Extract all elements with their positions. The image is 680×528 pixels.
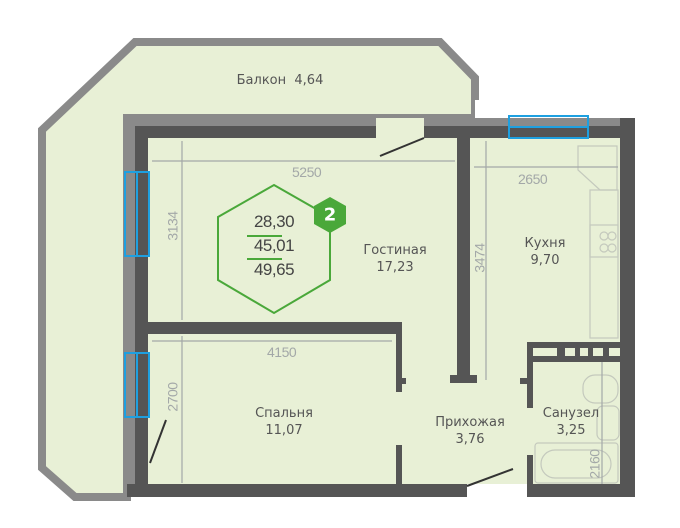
living-area: 28,30 — [253, 212, 295, 231]
balcony-label: Балкон 4,64 — [236, 73, 324, 88]
rooms-count: 2 — [323, 204, 337, 226]
dim-kitchen-width: 2650 — [518, 171, 548, 187]
washbasin-icon — [596, 405, 620, 441]
dim-bedroom-width: 4150 — [267, 344, 297, 360]
dim-kitchen-depth: 3474 — [471, 243, 488, 273]
outer-wall-layer — [127, 118, 635, 497]
toilet-icon — [582, 374, 619, 404]
dim-living-depth: 3134 — [164, 211, 181, 241]
rooms-badge — [314, 197, 346, 233]
walls — [127, 118, 635, 497]
bathtub-icon — [534, 442, 619, 484]
total-area: 45,01 — [253, 236, 295, 255]
doors — [149, 137, 514, 487]
windows — [124, 115, 589, 418]
dim-bedroom-depth: 2700 — [164, 382, 181, 412]
kitchen-counter — [589, 189, 619, 339]
total-area-with-balcony: 49,65 — [253, 260, 295, 279]
dim-bathroom-depth: 2160 — [586, 449, 603, 479]
apartment-floor — [127, 118, 635, 497]
stove-icon — [589, 224, 619, 258]
dimension-lines — [152, 141, 618, 484]
fixtures — [534, 145, 620, 484]
dim-living-width: 5250 — [292, 164, 322, 180]
